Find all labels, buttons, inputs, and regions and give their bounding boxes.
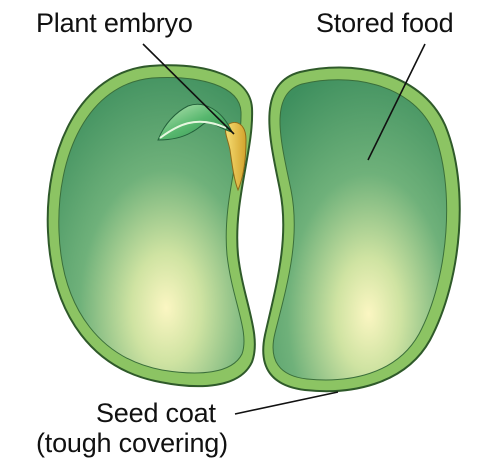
stored-food-label: Stored food: [316, 8, 453, 38]
seed-coat-label: Seed coat: [96, 398, 216, 428]
seed-coat-leader-line: [235, 392, 338, 414]
plant-embryo-label: Plant embryo: [36, 8, 193, 38]
seed-coat-note-label: (tough covering): [36, 428, 228, 458]
